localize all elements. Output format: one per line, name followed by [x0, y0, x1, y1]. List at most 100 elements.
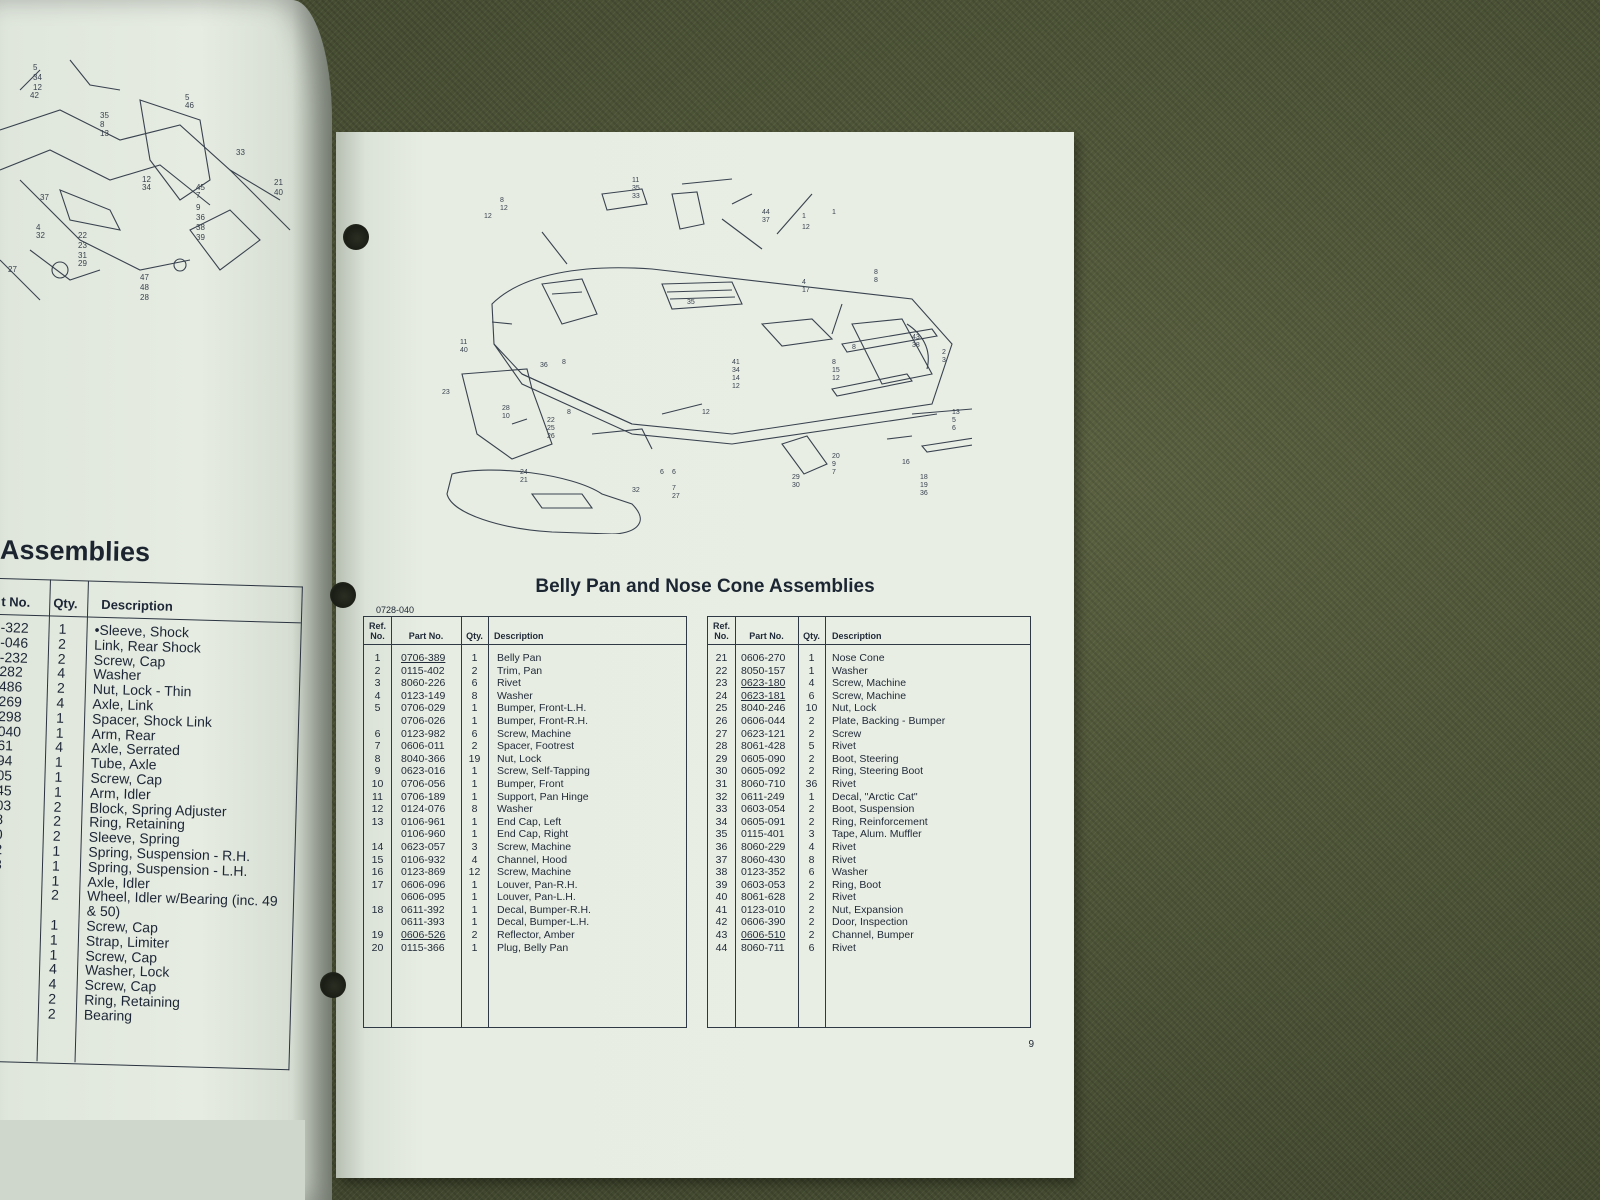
svg-text:33: 33	[236, 148, 245, 157]
svg-text:19: 19	[920, 482, 928, 489]
ref-no: 8	[374, 752, 381, 765]
svg-text:36: 36	[920, 490, 928, 497]
description: Bumper, Front-L.H.	[497, 702, 587, 715]
header-description: Description	[494, 631, 544, 641]
part-no: 0706-029	[401, 702, 446, 715]
ref-no: 42	[715, 916, 728, 929]
quantity: 1	[471, 903, 478, 916]
quantity: 4	[471, 853, 478, 866]
page-title: Belly Pan and Nose Cone Assemblies	[535, 576, 875, 597]
description: Nut, Lock	[497, 752, 542, 765]
svg-text:20: 20	[832, 453, 840, 460]
description: Rivet	[832, 853, 856, 866]
description: Rivet	[832, 840, 856, 853]
ref-no: 6	[374, 727, 381, 740]
ref-no: 44	[715, 941, 728, 954]
diagram-code: 0728-040	[376, 605, 415, 615]
ref-no: 22	[715, 664, 728, 677]
header-ref-no: Ref. No.	[712, 621, 730, 641]
description: Rivet	[832, 941, 856, 954]
description: Channel, Bumper	[832, 929, 914, 942]
svg-text:42: 42	[30, 91, 39, 100]
ref-no: 9	[374, 765, 381, 778]
ref-no: 27	[715, 727, 728, 740]
description: Screw, Machine	[832, 677, 907, 690]
svg-text:8: 8	[874, 269, 878, 276]
part-no: 0124-076	[401, 803, 446, 816]
description: Decal, "Arctic Cat"	[832, 790, 918, 803]
svg-text:21: 21	[274, 178, 283, 187]
description: Screw, Machine	[497, 866, 572, 879]
binder-hole	[320, 972, 346, 998]
header-description: Description	[832, 631, 882, 641]
description: Louver, Pan-R.H.	[497, 878, 578, 891]
quantity: 6	[471, 677, 478, 690]
part-no: 0606-095	[401, 891, 446, 904]
description: Screw, Machine	[832, 689, 907, 702]
quantity: 4	[57, 665, 66, 682]
quantity: 2	[53, 798, 62, 815]
description: Screw	[832, 727, 862, 740]
quantity: 2	[56, 679, 65, 697]
ref-no: 14	[371, 840, 384, 853]
header-qty: Qty.	[466, 631, 483, 641]
ref-no: 2	[374, 664, 381, 677]
svg-text:8: 8	[874, 277, 878, 284]
quantity: 4	[808, 677, 815, 690]
svg-text:23: 23	[442, 389, 450, 396]
quantity: 2	[808, 891, 815, 904]
quantity: 2	[808, 752, 815, 765]
ref-no: 13	[371, 815, 384, 828]
quantity: 1	[471, 777, 478, 790]
ref-no: 30	[715, 765, 728, 778]
quantity: 1	[471, 702, 478, 715]
svg-text:16: 16	[902, 459, 910, 466]
svg-text:13: 13	[100, 129, 109, 138]
quantity: 2	[808, 815, 815, 828]
part-no: 8050-157	[741, 664, 786, 677]
ref-no: 18	[371, 903, 384, 916]
description: Washer	[497, 803, 533, 816]
part-no: 0606-096	[401, 878, 446, 891]
svg-text:24: 24	[520, 469, 528, 476]
part-no: 0115-366	[401, 941, 445, 954]
part-no: 0106-932	[401, 853, 446, 866]
quantity: 1	[49, 931, 58, 948]
quantity: 4	[48, 975, 57, 992]
svg-text:8: 8	[852, 344, 856, 351]
svg-text:32: 32	[632, 487, 640, 494]
svg-text:12: 12	[702, 409, 710, 416]
svg-text:27: 27	[672, 493, 680, 500]
quantity: 2	[57, 635, 67, 652]
part-no: 8061-628	[741, 891, 786, 904]
svg-text:37: 37	[40, 193, 49, 202]
part-no: 0623-016	[401, 765, 446, 778]
part-no: 0115-402	[401, 664, 445, 677]
part-no: 94	[0, 752, 13, 769]
part-no: 45	[0, 781, 12, 799]
description: Reflector, Amber	[497, 929, 575, 942]
description: Rivet	[497, 677, 521, 690]
quantity: 19	[468, 752, 481, 765]
quantity: 10	[805, 702, 818, 715]
svg-text:7: 7	[832, 469, 836, 476]
ref-no: 29	[715, 752, 728, 765]
quantity: 2	[50, 886, 60, 904]
